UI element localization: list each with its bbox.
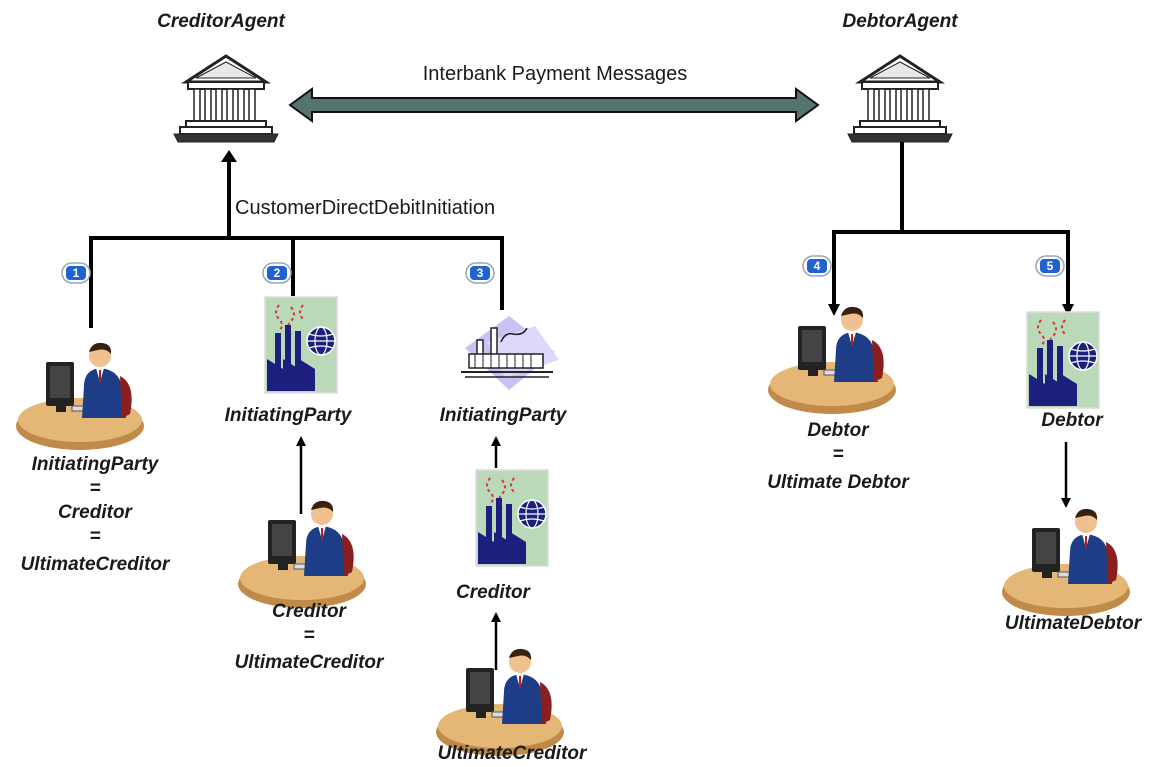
svg-text:2: 2 — [274, 266, 281, 280]
badge-1: 1 — [61, 262, 91, 284]
scenario3-arrowhead-2 — [491, 612, 501, 622]
interbank-double-arrow — [288, 87, 820, 123]
scenario5-party-label: Debtor — [1041, 410, 1104, 431]
scenario4-line-3: Ultimate Debtor — [767, 472, 910, 493]
scenario5-sub-label: UltimateDebtor — [1005, 613, 1143, 634]
debtor-bank-icon — [846, 54, 954, 144]
creditor-bank-icon — [172, 54, 280, 144]
creditor-agent-title: CreditorAgent — [157, 11, 285, 32]
initiation-label: CustomerDirectDebitInitiation — [235, 197, 495, 219]
scenario4-line-2: = — [832, 444, 843, 465]
badge-3: 3 — [465, 262, 495, 284]
scenario2-arrowhead — [296, 436, 306, 446]
debtor-arrowhead-5 — [1062, 304, 1074, 316]
scenario2-sub-line-3: UltimateCreditor — [235, 652, 385, 673]
svg-text:3: 3 — [477, 266, 484, 280]
scenario3-bottom-label: UltimateCreditor — [438, 743, 588, 764]
scenario4-line-1: Debtor — [807, 420, 870, 441]
scenario1-line-2: = — [89, 478, 100, 499]
person-at-computer-icon — [15, 341, 145, 451]
person-at-computer-icon — [237, 499, 367, 609]
person-at-computer-icon — [1001, 507, 1131, 617]
industrial-plant-icon — [460, 315, 560, 391]
scenario2-sub-line-2: = — [303, 625, 314, 646]
svg-text:1: 1 — [73, 266, 80, 280]
scenario5-arrowhead — [1061, 498, 1071, 508]
person-at-computer-icon — [767, 305, 897, 415]
debtor-agent-title: DebtorAgent — [842, 11, 958, 32]
badge-4: 4 — [802, 255, 832, 277]
scenario1-line-3: Creditor — [58, 502, 134, 523]
creditor-connector-lines — [89, 160, 504, 328]
svg-text:4: 4 — [814, 259, 821, 273]
factory-icon — [475, 469, 549, 567]
initiation-arrowhead — [221, 150, 237, 162]
scenario3-arrowhead-1 — [491, 436, 501, 446]
factory-icon — [264, 296, 338, 394]
scenario1-line-5: UltimateCreditor — [21, 554, 171, 575]
person-at-computer-icon — [435, 647, 565, 757]
badge-5: 5 — [1035, 255, 1065, 277]
svg-text:5: 5 — [1047, 259, 1054, 273]
scenario2-party-label: InitiatingParty — [225, 405, 353, 426]
scenario1-line-4: = — [89, 526, 100, 547]
scenario2-sub-line-1: Creditor — [272, 601, 348, 622]
scenario1-line-1: InitiatingParty — [32, 454, 160, 475]
scenario3-mid-label: Creditor — [456, 582, 532, 603]
badge-2: 2 — [262, 262, 292, 284]
debtor-arrowhead-4 — [828, 304, 840, 316]
factory-icon — [1026, 311, 1100, 409]
interbank-label: Interbank Payment Messages — [423, 63, 688, 85]
debtor-connector-lines — [832, 142, 1070, 306]
scenario3-party-label: InitiatingParty — [440, 405, 568, 426]
